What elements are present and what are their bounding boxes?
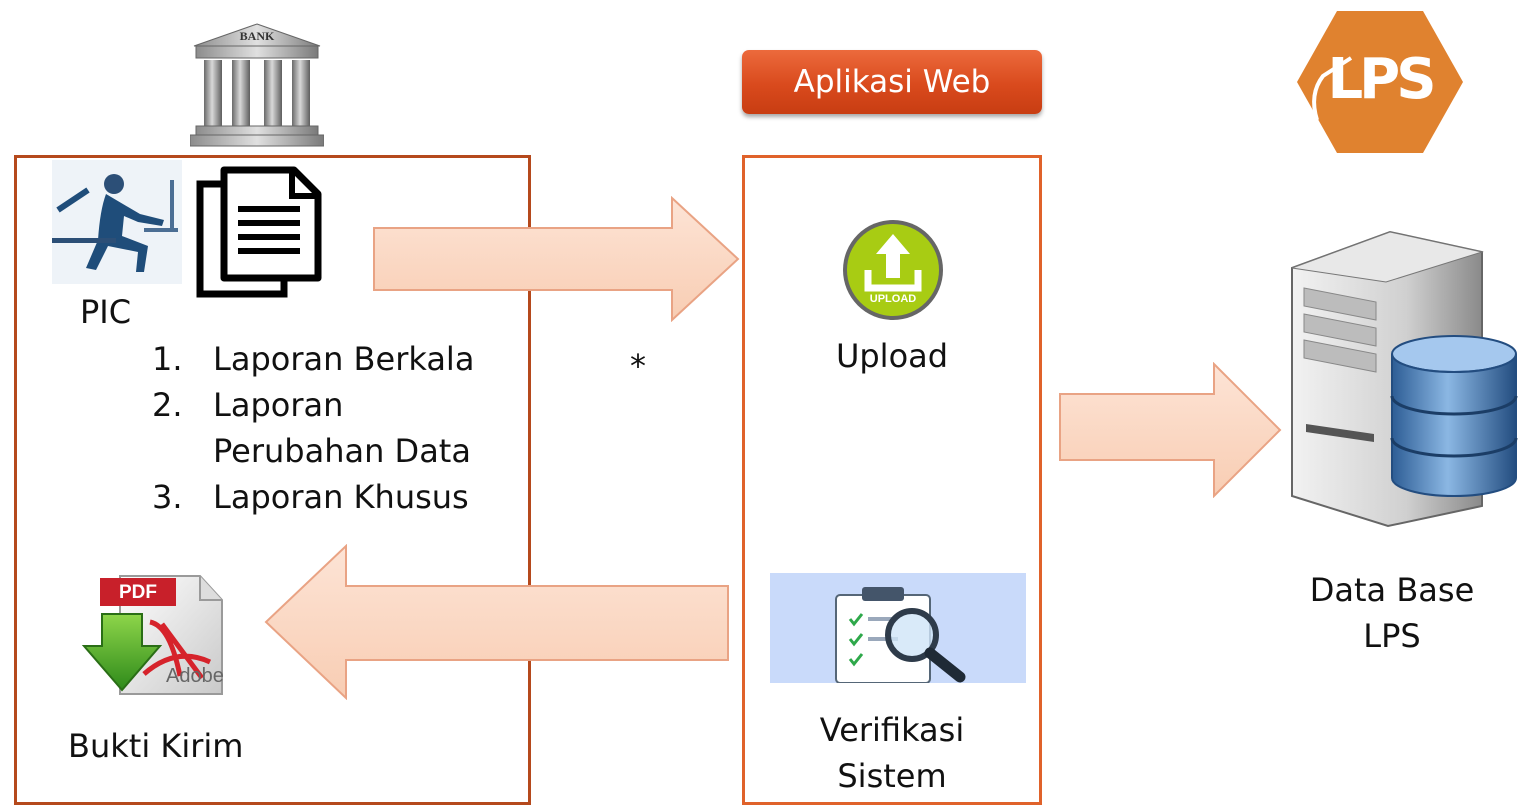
web-app-badge-label: Aplikasi Web [793, 64, 991, 100]
report-label: Laporan Berkala [213, 340, 475, 378]
verification-label-line1: Verifikasi [819, 711, 965, 749]
upload-badge-text: UPLOAD [869, 293, 917, 305]
pdf-download-icon: PDF Adobe [80, 566, 230, 706]
upload-icon: UPLOAD [822, 218, 964, 322]
document-icon [194, 166, 324, 298]
upload-label: Upload [835, 337, 949, 375]
pic-label: PIC [80, 293, 132, 331]
report-label: Laporan Perubahan Data [213, 386, 471, 470]
lps-logo: LPS [1295, 8, 1465, 156]
report-number: 3. [152, 478, 183, 516]
report-item: 3. Laporan Khusus [152, 474, 512, 520]
pdf-brand-text: Adobe [166, 665, 224, 687]
arrow-web-to-bank [262, 544, 732, 700]
bank-icon: BANK [190, 22, 324, 148]
report-label: Laporan Khusus [213, 478, 469, 516]
report-item: 2. Laporan Perubahan Data [152, 382, 512, 474]
person-at-computer-icon [52, 160, 182, 284]
bank-building-label: BANK [239, 29, 275, 43]
report-list: 1. Laporan Berkala 2. Laporan Perubahan … [152, 336, 512, 520]
report-number: 2. [152, 386, 183, 424]
receipt-label: Bukti Kirim [68, 727, 244, 765]
pdf-tag-text: PDF [119, 582, 157, 603]
verification-icon [770, 573, 1026, 683]
arrow-bank-to-web [372, 196, 742, 322]
report-number: 1. [152, 340, 183, 378]
database-label-line2: LPS [1363, 617, 1421, 655]
report-item: 1. Laporan Berkala [152, 336, 512, 382]
arrow-web-to-database [1058, 362, 1284, 498]
asterisk-note: * [630, 347, 646, 385]
lps-logo-text: LPS [1327, 47, 1436, 112]
web-app-badge: Aplikasi Web [742, 50, 1042, 114]
verification-label-line2: Sistem [837, 757, 947, 795]
database-server-icon [1282, 228, 1520, 528]
database-label-line1: Data Base [1309, 571, 1475, 609]
